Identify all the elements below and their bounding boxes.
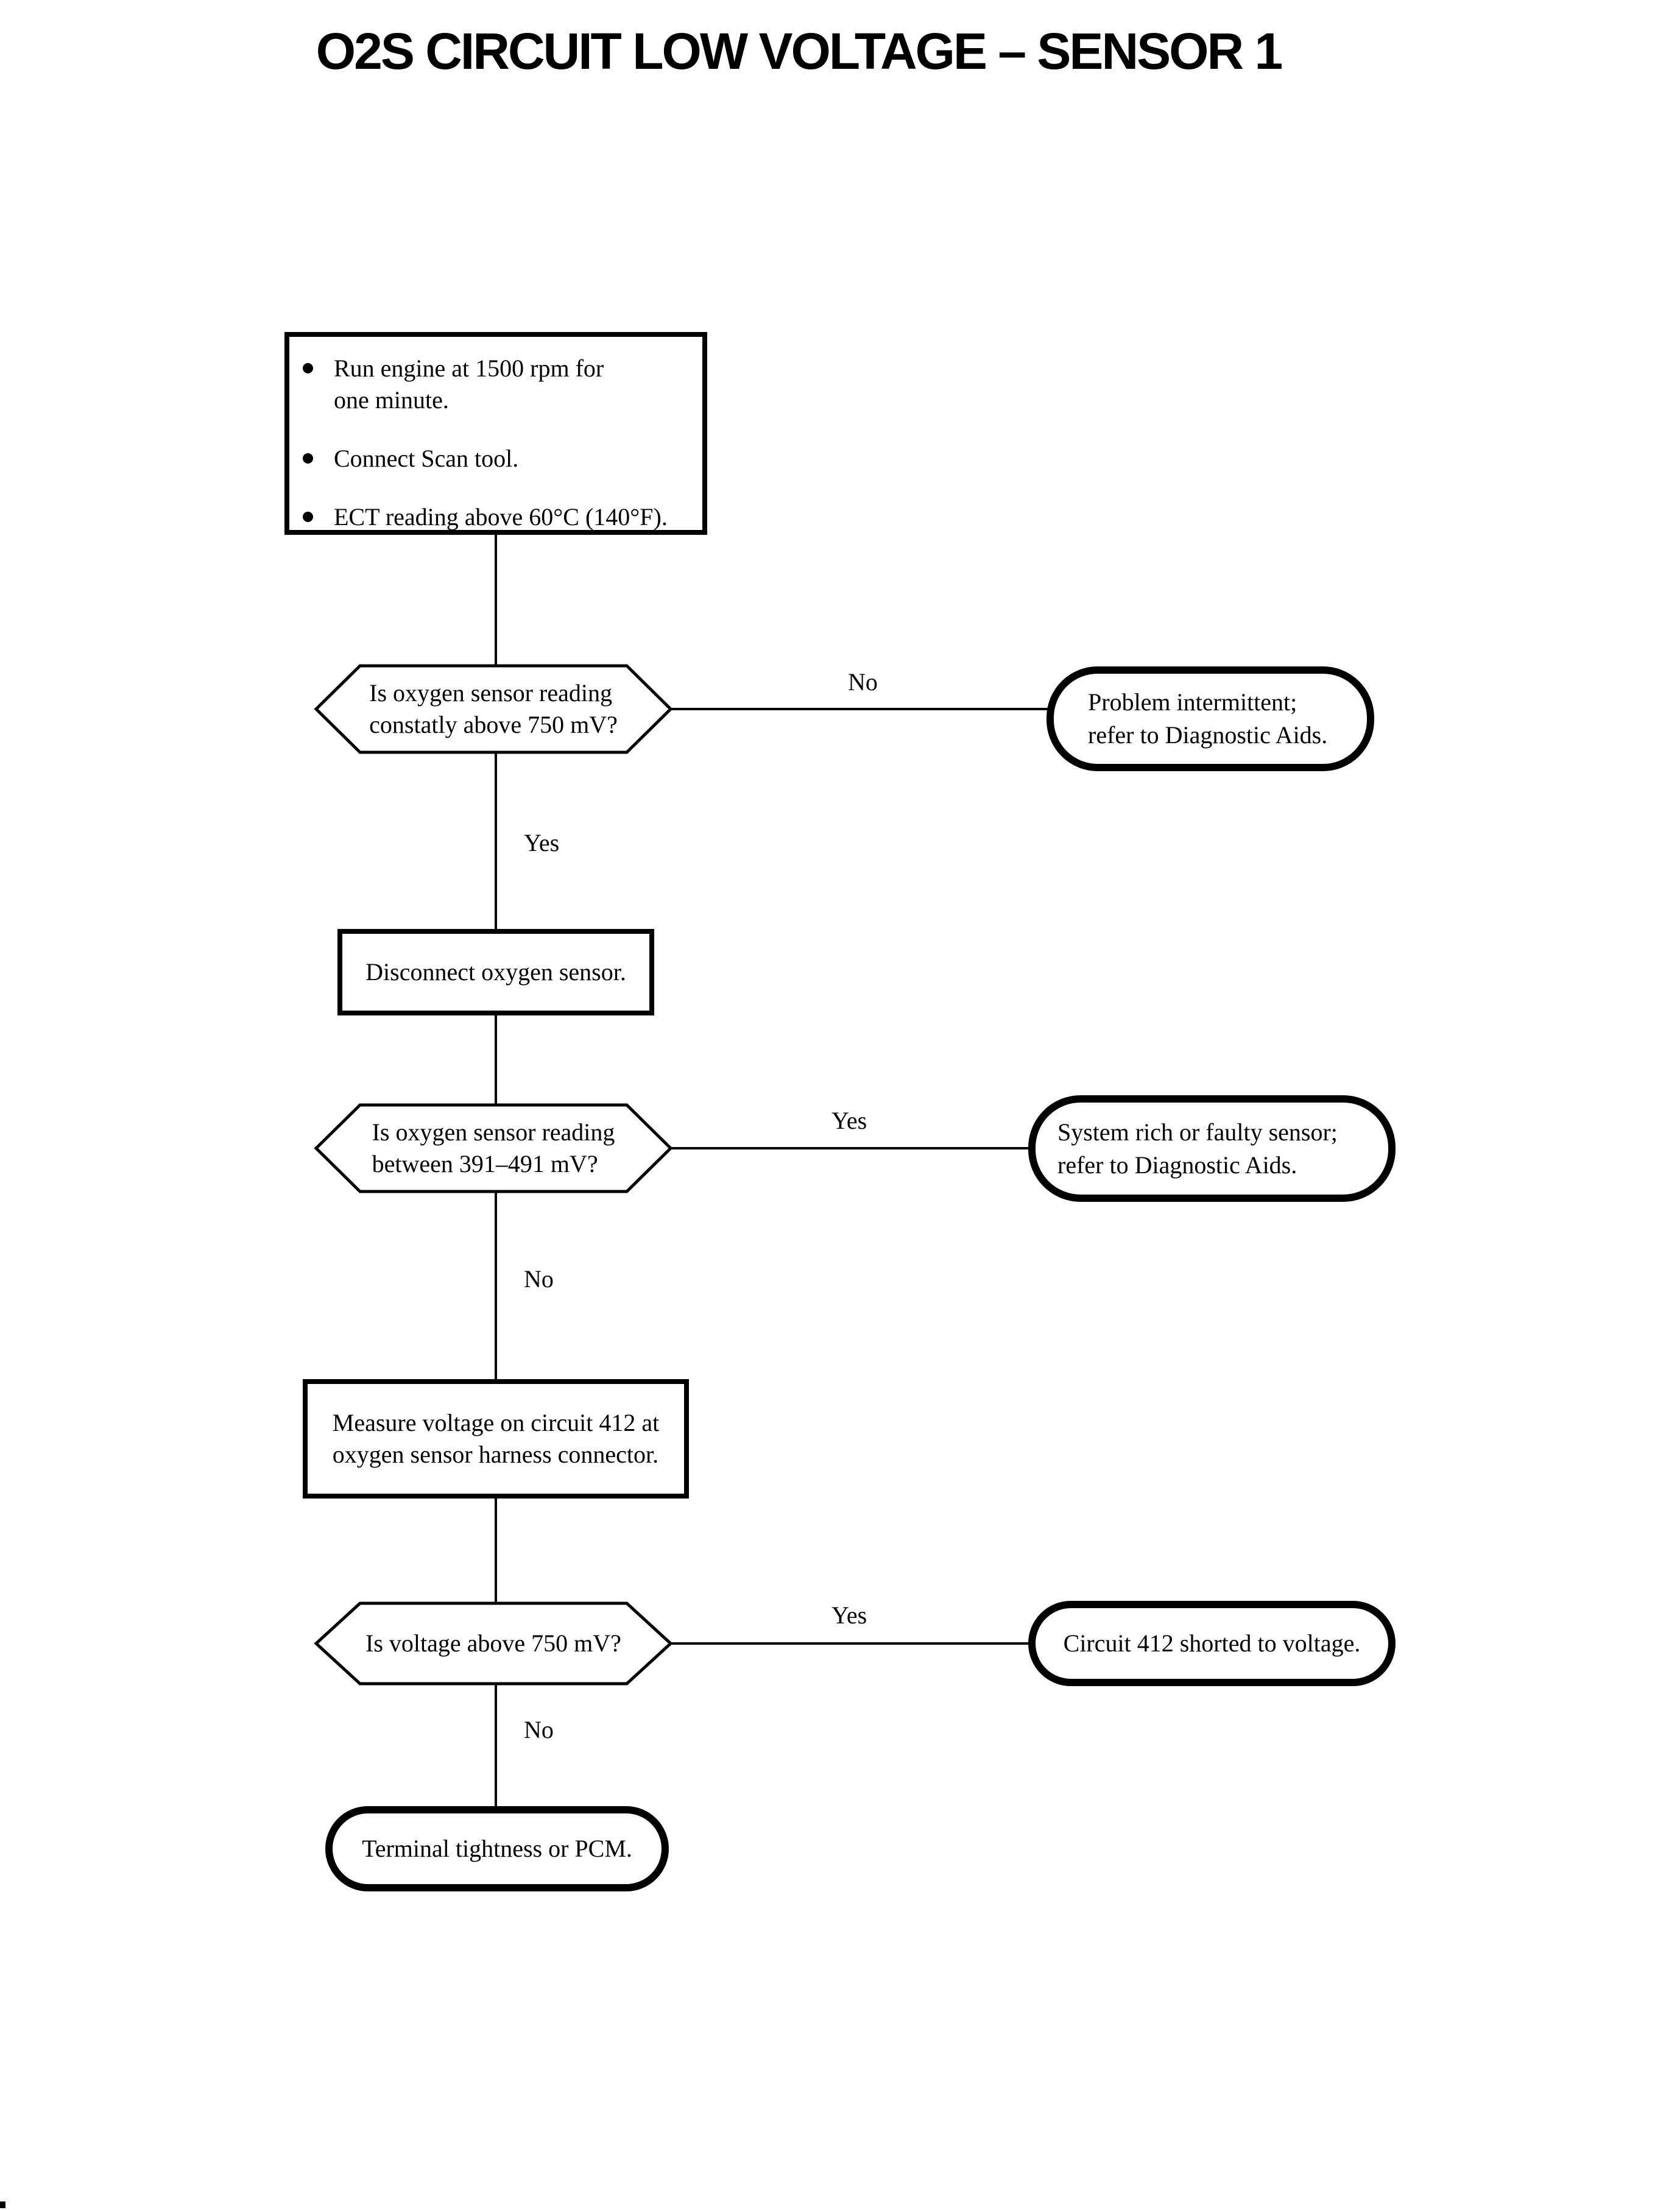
decision-q1: Is oxygen sensor reading constatly above… [314,663,673,755]
bullet-item: ECT reading above 60°C (140°F). [303,501,702,533]
process-disconnect-sensor: Disconnect oxygen sensor. [337,929,654,1015]
branch-label-no: No [848,668,878,696]
bullet-icon [303,453,313,464]
result-system-rich: System rich or faulty sensor; refer to D… [1028,1095,1396,1202]
branch-label-yes: Yes [831,1107,867,1134]
branch-label-yes: Yes [524,829,560,856]
connector-q2-no [495,1193,497,1380]
branch-label-yes: Yes [831,1601,867,1629]
bullet-icon [303,512,313,522]
result-problem-intermittent: Problem intermittent; refer to Diagnosti… [1046,666,1374,771]
scan-artifact [0,2201,5,2208]
connector-q2-yes [670,1147,1029,1149]
decision-q3: Is voltage above 750 mV? [314,1601,673,1686]
bullet-text: Run engine at 1500 rpm for one minute. [334,355,604,414]
connector-p2-to-q3 [495,1497,497,1602]
decision-q1-text: Is oxygen sensor reading constatly above… [369,679,618,738]
decision-q2-text: Is oxygen sensor reading between 391–491… [372,1118,615,1177]
connector-q1-yes [495,754,497,930]
start-node-preconditions: Run engine at 1500 rpm for one minute. C… [284,332,707,535]
result-text: Problem intermittent; refer to Diagnosti… [1088,688,1328,749]
bullet-item: Connect Scan tool. [303,443,702,475]
result-circuit-shorted: Circuit 412 shorted to voltage. [1028,1601,1396,1686]
result-text: System rich or faulty sensor; refer to D… [1057,1118,1338,1179]
decision-q2: Is oxygen sensor reading between 391–491… [314,1103,673,1194]
bullet-text: Connect Scan tool. [334,445,519,472]
page-title: O2S CIRCUIT LOW VOLTAGE – SENSOR 1 [316,23,1283,80]
decision-q3-text: Is voltage above 750 mV? [365,1629,621,1657]
connector-q3-yes [670,1642,1029,1645]
process-text: Measure voltage on circuit 412 at oxygen… [332,1409,660,1468]
branch-label-no: No [524,1716,554,1743]
result-terminal-tightness: Terminal tightness or PCM. [325,1806,669,1891]
bullet-item: Run engine at 1500 rpm for one minute. [303,353,702,416]
process-measure-voltage: Measure voltage on circuit 412 at oxygen… [303,1379,689,1499]
connector-q1-no [670,708,1048,710]
connector-q3-no [495,1684,497,1807]
bullet-text: ECT reading above 60°C (140°F). [334,503,668,531]
connector-p1-to-q2 [495,1014,497,1104]
branch-label-no: No [524,1265,554,1293]
bullet-icon [303,363,313,373]
connector-start-to-q1 [495,532,497,665]
